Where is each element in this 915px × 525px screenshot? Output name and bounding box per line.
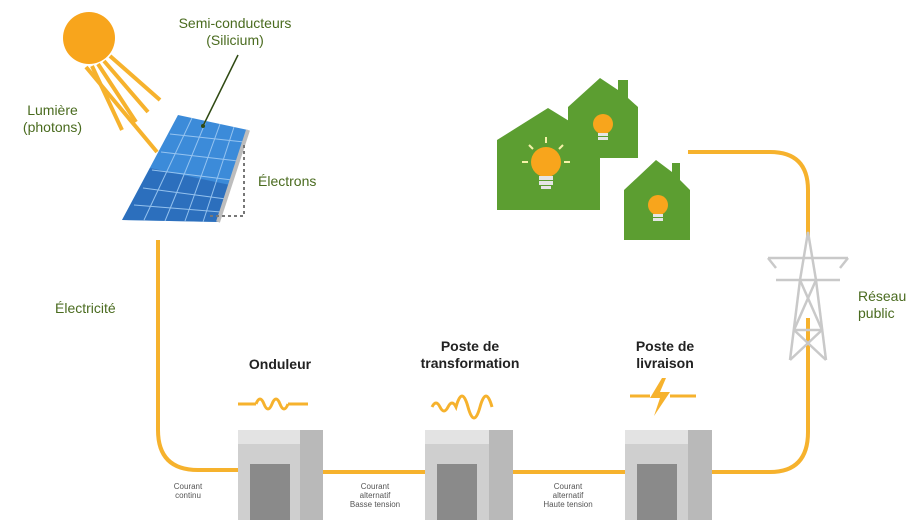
station-title: Onduleur bbox=[248, 356, 312, 372]
electrons-label: Électrons bbox=[258, 173, 317, 189]
current-label: Courant alternatif Haute tension bbox=[543, 482, 593, 509]
sun-icon bbox=[63, 12, 162, 154]
light-bulb-icon bbox=[522, 114, 668, 221]
electricity-label: Électricité bbox=[55, 300, 116, 316]
station-block bbox=[238, 430, 323, 520]
semiconductors-label: Semi-conducteurs (Silicium) bbox=[178, 15, 292, 48]
light-label: Lumière (photons) bbox=[22, 102, 83, 135]
grid-label: Réseau public bbox=[858, 288, 907, 321]
wave-large-icon bbox=[430, 394, 494, 420]
current-label: Courant alternatif Basse tension bbox=[349, 482, 401, 509]
station-title: Poste de transformation bbox=[420, 338, 520, 371]
station-block bbox=[425, 430, 513, 520]
lightning-icon bbox=[630, 378, 696, 416]
station-title: Poste de livraison bbox=[635, 338, 695, 371]
pylon-icon bbox=[767, 231, 849, 361]
station-block bbox=[625, 430, 712, 520]
wire bbox=[156, 150, 810, 474]
current-label: Courant continu bbox=[173, 482, 203, 500]
wave-small-icon bbox=[238, 397, 308, 411]
solar-panel-icon bbox=[122, 54, 250, 223]
